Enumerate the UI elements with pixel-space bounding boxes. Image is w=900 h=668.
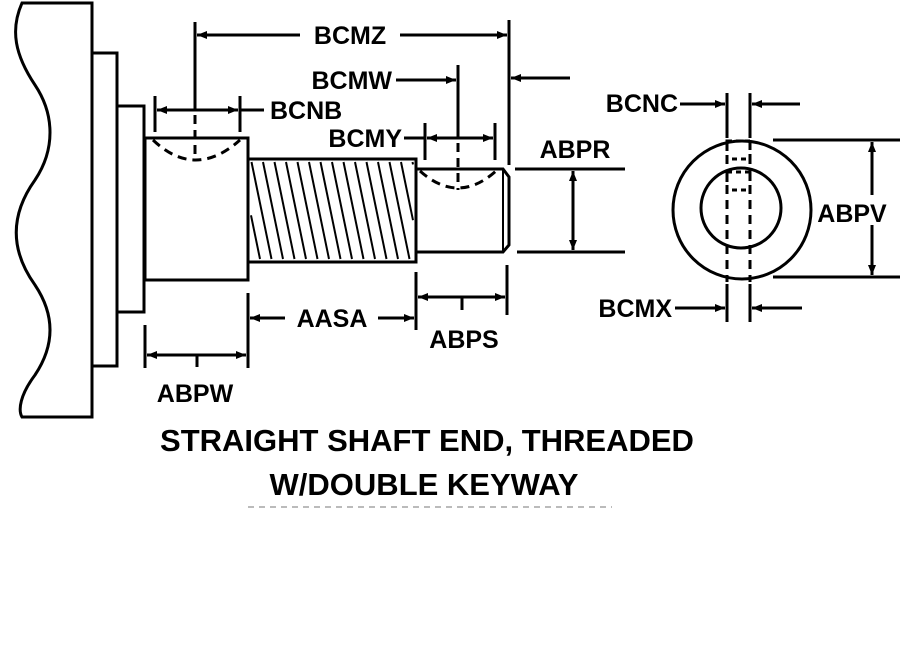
thread-line: [273, 161, 296, 260]
keyway-arc-shoulder: [151, 138, 241, 162]
label-abpr: ABPR: [540, 136, 611, 164]
label-abpv: ABPV: [817, 200, 887, 228]
thread-line: [296, 161, 319, 260]
label-bcnb: BCNB: [270, 97, 342, 125]
label-aasa: AASA: [297, 305, 368, 333]
thread-line: [308, 161, 330, 260]
flange-inner: [115, 104, 146, 314]
thread-line: [365, 161, 388, 260]
shaft-tip: [416, 167, 511, 254]
thread-line: [411, 161, 414, 165]
thread-line: [354, 161, 376, 260]
thread-line: [400, 161, 414, 221]
keyway-arc-tip: [419, 169, 497, 190]
label-bcnc: BCNC: [606, 90, 678, 118]
thread-line: [262, 161, 284, 260]
thread-line: [377, 161, 399, 260]
threaded-section: [246, 157, 418, 264]
thread-line: [250, 161, 273, 260]
end-view-outer-circle: [671, 139, 813, 281]
thread-line: [331, 161, 353, 260]
title-line-2: W/DOUBLE KEYWAY: [270, 467, 579, 502]
end-view-inner-circle: [699, 166, 783, 250]
thread-hatching: [250, 161, 414, 260]
thread-line: [250, 215, 261, 260]
title-line-1: STRAIGHT SHAFT END, THREADED: [160, 423, 694, 458]
flange-outer: [90, 51, 119, 368]
thread-line: [342, 161, 365, 260]
label-bcmz: BCMZ: [314, 22, 386, 50]
label-bcmx: BCMX: [598, 295, 672, 323]
thread-line: [319, 161, 342, 260]
label-abps: ABPS: [429, 326, 498, 354]
mounting-wall: [14, 1, 94, 419]
label-bcmw: BCMW: [311, 67, 392, 95]
thread-line: [285, 161, 307, 260]
label-abpw: ABPW: [157, 380, 234, 408]
thread-line: [388, 161, 411, 260]
label-bcmy: BCMY: [328, 125, 402, 153]
